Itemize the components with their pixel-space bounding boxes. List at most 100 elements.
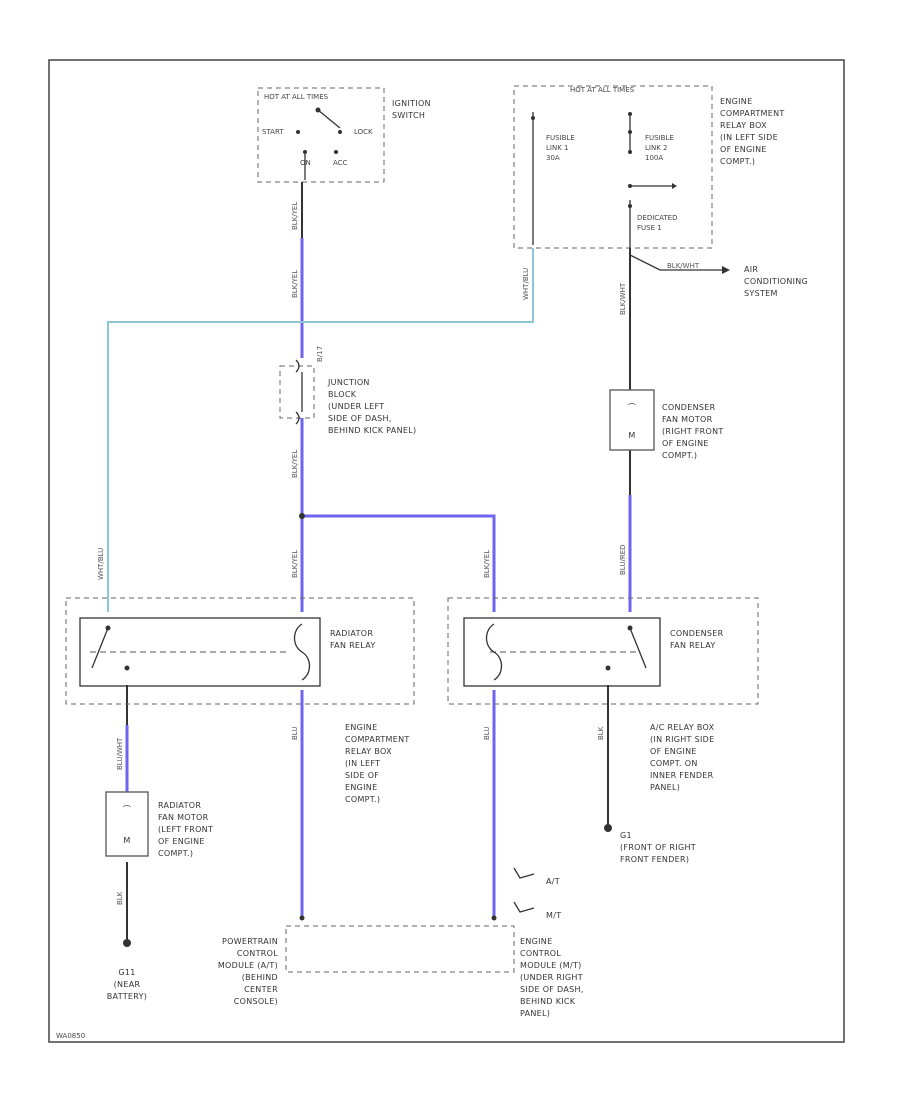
condenser-motor-label-line: OF ENGINE: [662, 439, 709, 448]
wire-color-label: BLK/YEL: [291, 270, 299, 298]
wire-color-label: BLK/YEL: [291, 550, 299, 578]
radiator-relay-coil: [293, 623, 311, 681]
ground-g1-label-line: FRONT FENDER): [620, 855, 689, 864]
fuse-box: HOT AT ALL TIMES FUSIBLE LINK 1 30A FUSI…: [513, 85, 785, 249]
ac-system-label-line: AIR: [744, 265, 758, 274]
relay-box-left-label-line: (IN LEFT: [345, 759, 380, 768]
ac-wire-color: BLK/WHT: [667, 262, 700, 270]
fuse-terminal: [628, 184, 632, 188]
radiator-motor-label-line: RADIATOR: [158, 801, 201, 810]
relay-box-left-outline: [65, 597, 415, 705]
fuse-terminal: [628, 204, 632, 208]
ground-g1: G1 (FRONT OF RIGHT FRONT FENDER): [604, 824, 696, 864]
condenser-relay-coil: [485, 623, 503, 681]
relay-box-left-label-line: RELAY BOX: [345, 747, 392, 756]
ground-icon: [604, 824, 612, 832]
ignition-acc-label: ACC: [333, 159, 348, 167]
radiator-relay-label-line: RADIATOR: [330, 629, 373, 638]
ignition-switch-box: [257, 87, 385, 183]
fusible-link-1-line: FUSIBLE: [546, 134, 575, 142]
condenser-relay-label-line: CONDENSER: [670, 629, 724, 638]
fusible-link-2-line: 100A: [645, 154, 663, 162]
relay-terminal: [605, 665, 611, 671]
relay-box-left-label-line: ENGINE: [345, 723, 377, 732]
relay-box-right-label-line: INNER FENDER: [650, 771, 714, 780]
ecm-label-line: CONTROL: [520, 949, 561, 958]
condenser-relay-body: [463, 617, 661, 687]
ecm-label-line: SIDE OF DASH,: [520, 985, 584, 994]
ground-g11-label-line: G11: [118, 968, 135, 977]
radiator-relay-body: [79, 617, 321, 687]
legend-at-label: A/T: [546, 877, 560, 886]
wire-color-label: WHT/BLU: [522, 268, 530, 300]
condenser-relay-switch: [629, 627, 647, 669]
coil-feed-right: [302, 514, 496, 612]
junction-label-line: BEHIND KICK PANEL): [328, 426, 416, 435]
relay-box-right-label-line: OF ENGINE: [650, 747, 697, 756]
fusible-link-1-line: LINK 1: [546, 144, 568, 152]
condenser-motor: ⌒ M CONDENSER FAN MOTOR (RIGHT FRONT OF …: [609, 389, 723, 460]
ignition-lock-label: LOCK: [354, 128, 373, 136]
ground-g11: G11 (NEAR BATTERY): [107, 939, 147, 1001]
radiator-relay-label-line: FAN RELAY: [330, 641, 376, 650]
pcm-label-line: CENTER: [244, 985, 278, 994]
motor-m-icon: M: [123, 836, 130, 845]
ignition-contact: [296, 130, 300, 134]
pcm-label-line: CONTROL: [237, 949, 278, 958]
relay-box-right-label-line: (IN RIGHT SIDE: [650, 735, 714, 744]
wire-color-label: BLK/YEL: [291, 202, 299, 230]
radiator-motor-label-line: FAN MOTOR: [158, 813, 209, 822]
fuse-box-label-line: COMPARTMENT: [720, 109, 785, 118]
ground-g1-label-line: G1: [620, 831, 632, 840]
junction-block-box: [279, 365, 315, 419]
relay-box-right-outline: [447, 597, 759, 705]
fl1-feed-wire: [107, 248, 534, 612]
ground-g11-label-line: (NEAR: [114, 980, 141, 989]
radiator-motor-label-line: OF ENGINE: [158, 837, 205, 846]
dedicated-fuse-line: FUSE 1: [637, 224, 662, 232]
motor-m-icon: M: [628, 431, 635, 440]
pcm-label-line: CONSOLE): [234, 997, 278, 1006]
relay-box-right-label-line: COMPT. ON: [650, 759, 698, 768]
ecm-label-line: BEHIND KICK: [520, 997, 576, 1006]
control-module-box: [285, 925, 515, 973]
ecm-label-line: MODULE (M/T): [520, 961, 582, 970]
junction-label-line: JUNCTION: [327, 378, 370, 387]
wire-color-label: BLU: [483, 727, 491, 740]
fuse-box-hot-label: HOT AT ALL TIMES: [570, 86, 635, 94]
wire-color-label: BLK/YEL: [483, 550, 491, 578]
ground-g1-label-line: (FRONT OF RIGHT: [620, 843, 696, 852]
condenser-motor-label-line: CONDENSER: [662, 403, 716, 412]
relay-box-right-label-line: A/C RELAY BOX: [650, 723, 715, 732]
fuse-box-label-line: RELAY BOX: [720, 121, 767, 130]
arrow-icon: [722, 266, 730, 274]
connector-icon: [295, 411, 300, 425]
ecm-label-line: (UNDER RIGHT: [520, 973, 583, 982]
wire-color-label: BLU: [291, 727, 299, 740]
wire-color-label: BLK: [116, 891, 124, 905]
ignition-switch: HOT AT ALL TIMES START LOCK ON ACC IGNIT…: [257, 87, 431, 183]
ignition-switch-label-line: IGNITION: [392, 99, 431, 108]
wire-color-label: BLU/RED: [619, 544, 627, 575]
junction-block: B/17 JUNCTION BLOCK (UNDER LEFT SIDE OF …: [279, 346, 416, 435]
condenser-relay: CONDENSER FAN RELAY: [447, 597, 759, 705]
radiator-motor-label-line: (LEFT FRONT: [158, 825, 213, 834]
ignition-switch-label-line: SWITCH: [392, 111, 425, 120]
ignition-contact: [334, 150, 338, 154]
ac-system-reference: BLK/WHT AIR CONDITIONING SYSTEM: [629, 254, 808, 298]
relay-box-right-label-line: PANEL): [650, 783, 680, 792]
motor-icon: ⌒: [123, 805, 131, 814]
relay-box-left-label: ENGINE COMPARTMENT RELAY BOX (IN LEFT SI…: [345, 723, 409, 804]
wire-color-label: WHT/BLU: [97, 548, 105, 580]
dedicated-fuse-line: DEDICATED: [637, 214, 678, 222]
fuse-box-label-line: (IN LEFT SIDE: [720, 133, 778, 142]
arrow-icon: [672, 183, 677, 189]
fusible-link-2-line: LINK 2: [645, 144, 667, 152]
radiator-motor-label-line: COMPT.): [158, 849, 193, 858]
splice-dot: [299, 513, 305, 519]
junction-label-line: BLOCK: [328, 390, 357, 399]
motor-icon: ⌒: [628, 403, 636, 412]
ignition-hot-label: HOT AT ALL TIMES: [264, 93, 329, 101]
condenser-relay-label-line: FAN RELAY: [670, 641, 716, 650]
